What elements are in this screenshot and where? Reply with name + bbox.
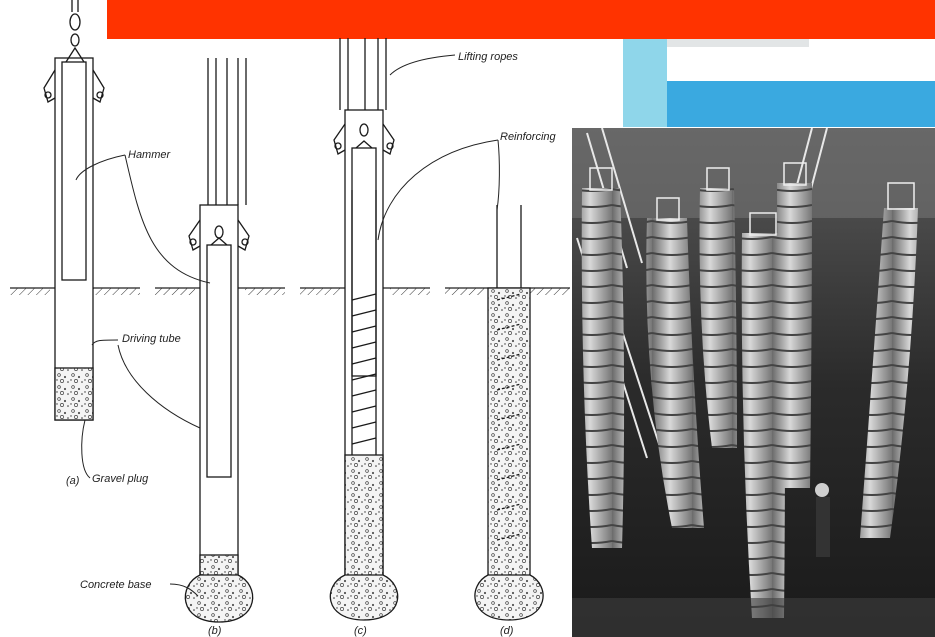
reinforcing-label: Reinforcing xyxy=(500,131,557,143)
stage-b-pile xyxy=(185,58,252,622)
decorative-block xyxy=(623,39,935,127)
hammer-label: Hammer xyxy=(128,149,172,161)
pile-driving-diagram: Hammer Lifting ropes Reinforcing Driving… xyxy=(0,0,575,637)
stage-b-label: (b) xyxy=(208,625,222,637)
stage-c-pile xyxy=(330,38,397,620)
concrete-pile-photo xyxy=(572,128,935,637)
stage-d-label: (d) xyxy=(500,625,514,637)
stage-c-label: (c) xyxy=(354,625,367,637)
stage-a-label: (a) xyxy=(66,475,80,487)
concrete-base-label: Concrete base xyxy=(80,579,152,591)
lifting-ropes-label: Lifting ropes xyxy=(458,51,518,63)
ground-hatching xyxy=(10,288,570,295)
leader-lines xyxy=(76,55,499,596)
stage-d-pile xyxy=(475,205,543,620)
gravel-plug-label: Gravel plug xyxy=(92,473,149,485)
stage-a-pile xyxy=(44,0,104,420)
driving-tube-label: Driving tube xyxy=(122,333,181,345)
